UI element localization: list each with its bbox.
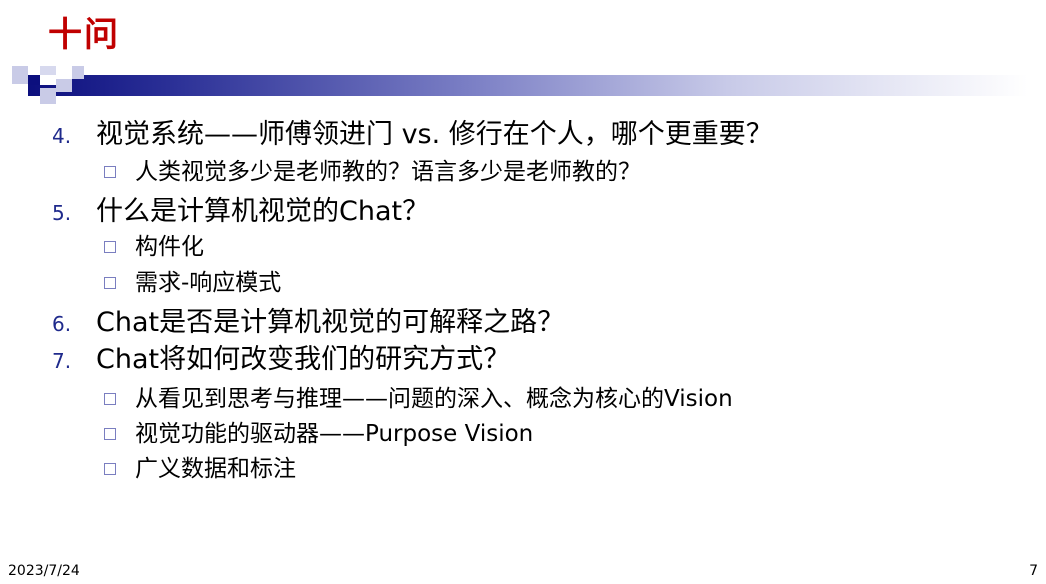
sub-item: 需求-响应模式: [104, 268, 281, 298]
header-gradient-band: [28, 75, 1028, 96]
decor-square: [40, 66, 56, 75]
item-text: Chat将如何改变我们的研究方式？: [96, 344, 511, 375]
numbered-item: 4. 视觉系统——师傅领进门 vs. 修行在个人，哪个更重要？: [52, 118, 773, 152]
hollow-square-bullet-icon: [104, 428, 116, 440]
decor-square: [56, 79, 72, 92]
decor-square: [12, 66, 28, 84]
decor-square: [28, 75, 40, 85]
sub-item-text: 视觉功能的驱动器——Purpose Vision: [135, 421, 534, 447]
numbered-item: 5. 什么是计算机视觉的Chat？: [52, 195, 429, 229]
item-text: Chat是否是计算机视觉的可解释之路？: [96, 307, 565, 338]
item-number: 6.: [52, 312, 72, 336]
decor-square: [72, 66, 84, 79]
decor-square: [56, 66, 72, 79]
sub-item: 广义数据和标注: [104, 454, 296, 484]
hollow-square-bullet-icon: [104, 277, 116, 289]
sub-item: 从看见到思考与推理——问题的深入、概念为核心的Vision: [104, 384, 733, 414]
sub-item: 人类视觉多少是老师教的？语言多少是老师教的？: [104, 157, 641, 187]
item-text: 视觉系统——师傅领进门 vs. 修行在个人，哪个更重要？: [96, 119, 773, 150]
item-number: 7.: [52, 349, 72, 373]
sub-item: 构件化: [104, 232, 204, 262]
numbered-item: 6. Chat是否是计算机视觉的可解释之路？: [52, 306, 564, 340]
sub-item-text: 人类视觉多少是老师教的？语言多少是老师教的？: [135, 159, 641, 185]
footer-date: 2023/7/24: [8, 563, 80, 579]
decor-square: [28, 66, 40, 75]
decor-square: [40, 75, 56, 85]
item-number: 4.: [52, 124, 72, 148]
sub-item-text: 需求-响应模式: [135, 270, 282, 296]
item-text: 什么是计算机视觉的Chat？: [96, 196, 430, 227]
page-number: 7: [1029, 563, 1038, 579]
hollow-square-bullet-icon: [104, 393, 116, 405]
sub-item-text: 构件化: [135, 234, 204, 260]
decor-square: [12, 84, 28, 98]
hollow-square-bullet-icon: [104, 241, 116, 253]
sub-item: 视觉功能的驱动器——Purpose Vision: [104, 419, 533, 449]
hollow-square-bullet-icon: [104, 166, 116, 178]
sub-item-text: 从看见到思考与推理——问题的深入、概念为核心的Vision: [135, 386, 733, 412]
numbered-item: 7. Chat将如何改变我们的研究方式？: [52, 343, 510, 377]
decor-square: [40, 88, 56, 104]
sub-item-text: 广义数据和标注: [135, 456, 296, 482]
item-number: 5.: [52, 201, 72, 225]
hollow-square-bullet-icon: [104, 463, 116, 475]
slide-title: 十问: [48, 15, 120, 55]
